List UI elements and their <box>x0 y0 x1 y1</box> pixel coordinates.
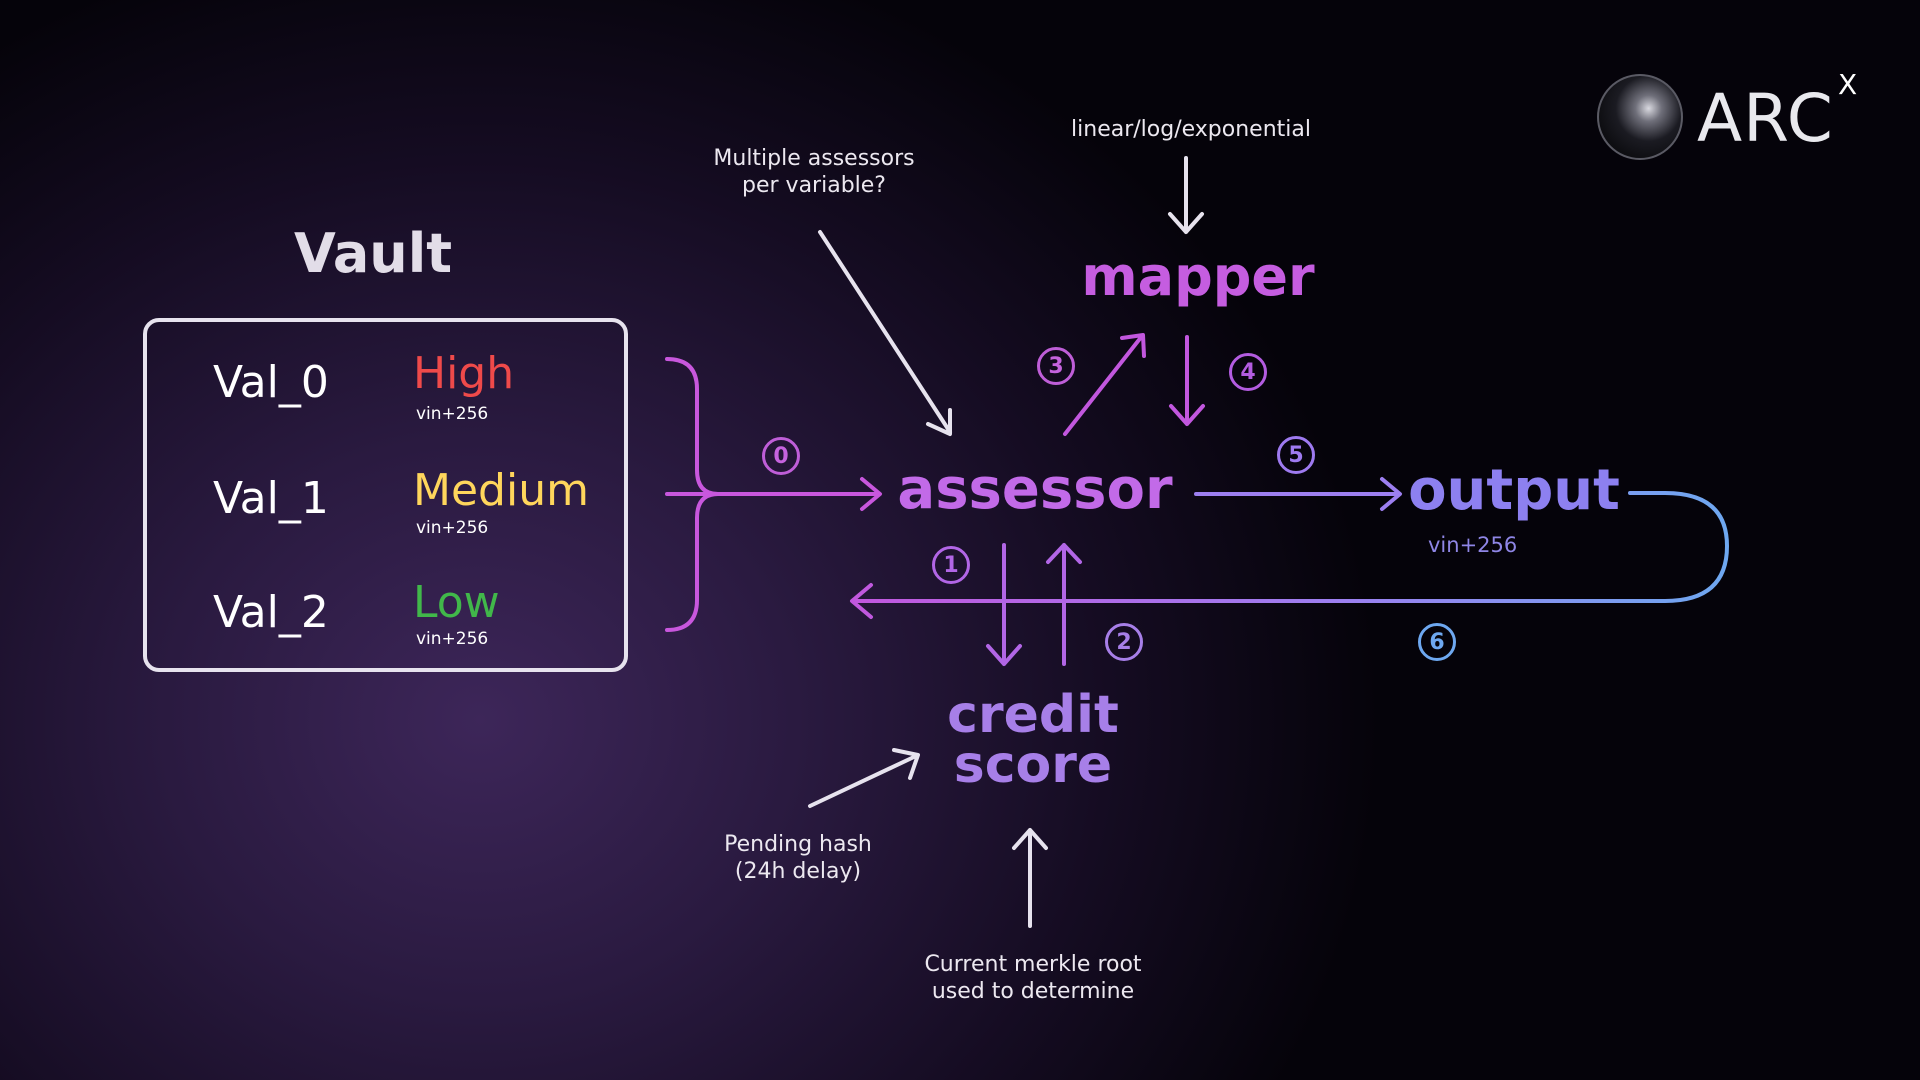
vault-vin-label: vin+256 <box>416 404 489 424</box>
step-badge-5: 5 <box>1277 436 1315 474</box>
arrow-credit-to-assessor <box>1046 543 1082 666</box>
arrow-multiple-assessors <box>818 230 952 436</box>
node-mapper: mapper <box>1081 245 1315 308</box>
arc-logo-text: ARC <box>1697 80 1834 157</box>
node-output: output <box>1408 458 1620 523</box>
arrow-assessor-to-mapper <box>1063 333 1146 436</box>
note-merkle-line2: used to determine <box>931 979 1135 1004</box>
note-multiple-assessors-line1: Multiple assessors <box>713 146 915 171</box>
vault-val-name: Val_2 <box>213 587 329 638</box>
step-badge-1: 1 <box>932 546 970 584</box>
note-multiple-assessors: Multiple assessors per variable? <box>713 145 914 199</box>
arrow-assessor-to-output <box>1194 477 1402 511</box>
credit-score-line2: score <box>953 735 1113 795</box>
arrow-mapper-modes <box>1168 156 1204 234</box>
vault-val-name: Val_1 <box>213 473 329 524</box>
step-badge-6: 6 <box>1418 623 1456 661</box>
step-badge-2: 2 <box>1105 623 1143 661</box>
vault-level-low: Low <box>413 577 500 628</box>
arrow-output-loop-back <box>850 491 1729 619</box>
arrow-merkle-root <box>1012 828 1048 928</box>
note-pending-line2: (24h delay) <box>734 859 862 884</box>
note-pending-line1: Pending hash <box>724 832 872 857</box>
step-badge-0: 0 <box>762 437 800 475</box>
node-credit-score: credit score <box>913 685 1153 795</box>
output-vin-label: vin+256 <box>1428 533 1518 557</box>
note-pending-hash: Pending hash (24h delay) <box>724 831 872 885</box>
note-mapper-modes: linear/log/exponential <box>1071 117 1311 142</box>
vault-level-high: High <box>413 348 515 399</box>
vault-title: Vault <box>293 222 453 285</box>
step-badge-3: 3 <box>1037 347 1075 385</box>
arrow-mapper-to-assessor <box>1169 335 1205 426</box>
vault-vin-label: vin+256 <box>416 518 489 538</box>
arrow-vault-to-assessor <box>665 477 882 511</box>
vault-vin-label: vin+256 <box>416 629 489 649</box>
node-assessor: assessor <box>897 457 1173 522</box>
arrow-assessor-to-credit <box>986 543 1022 666</box>
arc-logo-superscript: X <box>1838 68 1858 101</box>
note-multiple-assessors-line2: per variable? <box>742 173 886 198</box>
arrow-pending-hash <box>808 748 920 808</box>
credit-score-line1: credit <box>947 685 1119 745</box>
vault-box <box>143 318 628 672</box>
note-merkle-line1: Current merkle root <box>924 952 1142 977</box>
arc-logo-icon <box>1597 74 1683 160</box>
note-merkle-root: Current merkle root used to determine <box>924 951 1141 1005</box>
step-badge-4: 4 <box>1229 353 1267 391</box>
vault-level-medium: Medium <box>413 465 589 516</box>
vault-val-name: Val_0 <box>213 357 329 408</box>
